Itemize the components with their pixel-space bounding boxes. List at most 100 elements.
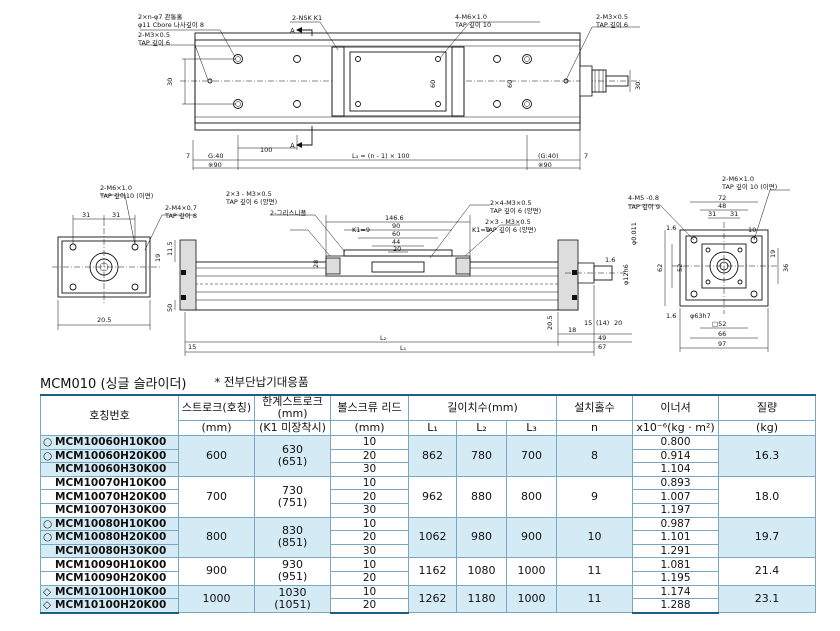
limit-stroke-no-k1: (951) (277, 570, 308, 584)
limit-stroke-value: 1030 (278, 585, 307, 599)
l3-cell: 900 (505, 516, 558, 559)
dim-44: 44 (392, 238, 400, 246)
dim-g40: G:40 (208, 152, 224, 160)
l1-cell: 862 (408, 435, 457, 477)
limit-stroke-no-k1: (651) (277, 454, 308, 468)
lead-cell: 30 (330, 502, 409, 518)
model-cell: ◇MCM10100H10K00 (40, 584, 179, 600)
dim-shaft-tol: φ0.011 (630, 222, 638, 245)
dim-shaft-dia: φ12h6 (622, 264, 630, 285)
dim-62: 62 (656, 264, 664, 272)
inertia-cell: 1.101 (632, 530, 720, 545)
lead-cell: 10 (330, 435, 409, 450)
availability-mark: ○ (43, 531, 53, 544)
dim-30-left: 30 (166, 78, 174, 86)
callout-grease: 2-그리스니플 (270, 208, 306, 217)
dim-52: 52 (676, 264, 684, 272)
availability-mark: ◇ (43, 599, 52, 612)
model-cell: ○MCM10060H10K00 (40, 435, 179, 450)
l3-cell: 1000 (505, 584, 558, 614)
dim-28: 28 (312, 260, 320, 268)
inertia-cell: 1.104 (632, 462, 720, 477)
top-view: A A 2×n-φ7 관통홀 φ11 Cbore 나사깊이 8 2-M3×0.5… (137, 12, 642, 170)
holes-cell: 10 (556, 516, 634, 559)
holes-cell: 11 (556, 557, 634, 586)
dim-k1-right: K1=9 (472, 226, 490, 234)
limit-stroke-no-k1: (751) (277, 495, 308, 509)
model-number: MCM10070H30K00 (55, 504, 167, 517)
inertia-cell: 0.893 (632, 475, 720, 491)
dim-97: 97 (718, 340, 726, 348)
callout-m3-front-c: 2×3 - M3×0.5 (485, 218, 531, 226)
model-cell: ○MCM10060H20K00 (40, 448, 179, 464)
dim-14: (14) (596, 319, 609, 327)
inertia-cell: 1.197 (632, 502, 720, 518)
model-number: MCM10090H10K00 (55, 558, 167, 571)
l1-cell: 1262 (408, 584, 457, 614)
callout-m4: 2-M4×0.7 (165, 204, 197, 212)
limit-stroke-no-k1: (1051) (274, 597, 311, 611)
end-view-left: 2-M6×1.0 TAP 깊이10 (이면) 2-M4×0.7 TAP 깊이 8… (52, 184, 197, 330)
spec-table: 호칭번호 스트로크(호칭) 한계스트로크(mm) 볼스크류 리드 길이치수(mm… (40, 394, 817, 614)
dim-l3: L₃ = (n - 1) × 100 (352, 152, 410, 160)
dim-20: 20 (393, 245, 401, 253)
model-cell: MCM10080H30K00 (40, 543, 179, 559)
header-mass: 질량 (718, 394, 817, 421)
front-view: 2×3 - M3×0.5 TAP 깊이 6 (양면) 2-그리스니플 2×4-M… (166, 190, 638, 356)
technical-drawing: A A 2×n-φ7 관통홀 φ11 Cbore 나사깊이 8 2-M3×0.5… (52, 12, 790, 356)
inertia-cell: 1.007 (632, 489, 720, 504)
callout-m6: 4-M6×1.0 (455, 13, 487, 21)
callout-tap6-left: TAP 깊이 6 (137, 38, 170, 47)
dim-100: 100 (260, 146, 272, 154)
model-number: MCM10070H20K00 (55, 490, 167, 503)
inertia-cell: 1.081 (632, 557, 720, 572)
dim-67: 67 (598, 343, 606, 351)
inertia-cell: 0.914 (632, 448, 720, 464)
dim-pilot: φ63h7 (690, 312, 711, 320)
header-inertia: 이너셔 (632, 394, 720, 421)
header-inertia-unit: x10⁻⁶(kg · m²) (632, 420, 720, 436)
callout-tap6-right: TAP 깊이 6 (595, 20, 628, 29)
mounting-hole-icon (207, 54, 569, 109)
dim-60-b: 60 (506, 80, 514, 88)
dim-15-right: 15 (584, 319, 592, 327)
dim-7-left: 7 (186, 152, 190, 160)
mass-cell: 23.1 (718, 584, 817, 614)
dim-20-5-right: 20.5 (546, 316, 554, 330)
header-mass-unit: (kg) (718, 420, 817, 436)
lead-cell: 10 (330, 475, 409, 491)
availability-mark: ○ (43, 517, 53, 530)
l2-cell: 1080 (456, 557, 507, 586)
dim-48: 48 (718, 202, 726, 210)
dim-k1-left: K1=9 (352, 226, 370, 234)
section-mark-top: A (290, 27, 295, 35)
header-limit: 한계스트로크(mm) (254, 394, 331, 421)
callout-cbore: φ11 Cbore 나사깊이 8 (138, 20, 204, 29)
l1-cell: 1062 (408, 516, 457, 559)
l2-cell: 980 (456, 516, 507, 559)
model-number: MCM10060H30K00 (55, 463, 167, 476)
l2-cell: 1180 (456, 584, 507, 614)
limit-stroke-cell: 730(751) (254, 475, 331, 518)
holes-cell: 11 (556, 584, 634, 614)
dim-90-right: ※90 (538, 161, 552, 169)
stroke-cell: 1000 (178, 584, 255, 614)
stroke-cell: 600 (178, 435, 255, 477)
model-number: MCM10080H30K00 (55, 545, 167, 558)
header-limit-unit: (K1 미장착시) (254, 420, 331, 436)
callout-m3-front-b: 2×4-M3×0.5 (490, 199, 532, 207)
header-holes-unit: n (556, 420, 634, 436)
dim-31-side-b: 31 (730, 210, 738, 218)
callout-tap9: TAP 깊이 9 (627, 202, 660, 211)
limit-stroke-value: 630 (282, 442, 303, 456)
inertia-cell: 1.174 (632, 584, 720, 600)
callout-tap10: TAP 깊이 10 (454, 20, 491, 29)
callout-tap6-front-c: TAP 깊이 6 (양면) (484, 225, 536, 234)
callout-m5: 4-M5 -0.8 (628, 194, 659, 202)
l3-cell: 800 (505, 475, 558, 518)
